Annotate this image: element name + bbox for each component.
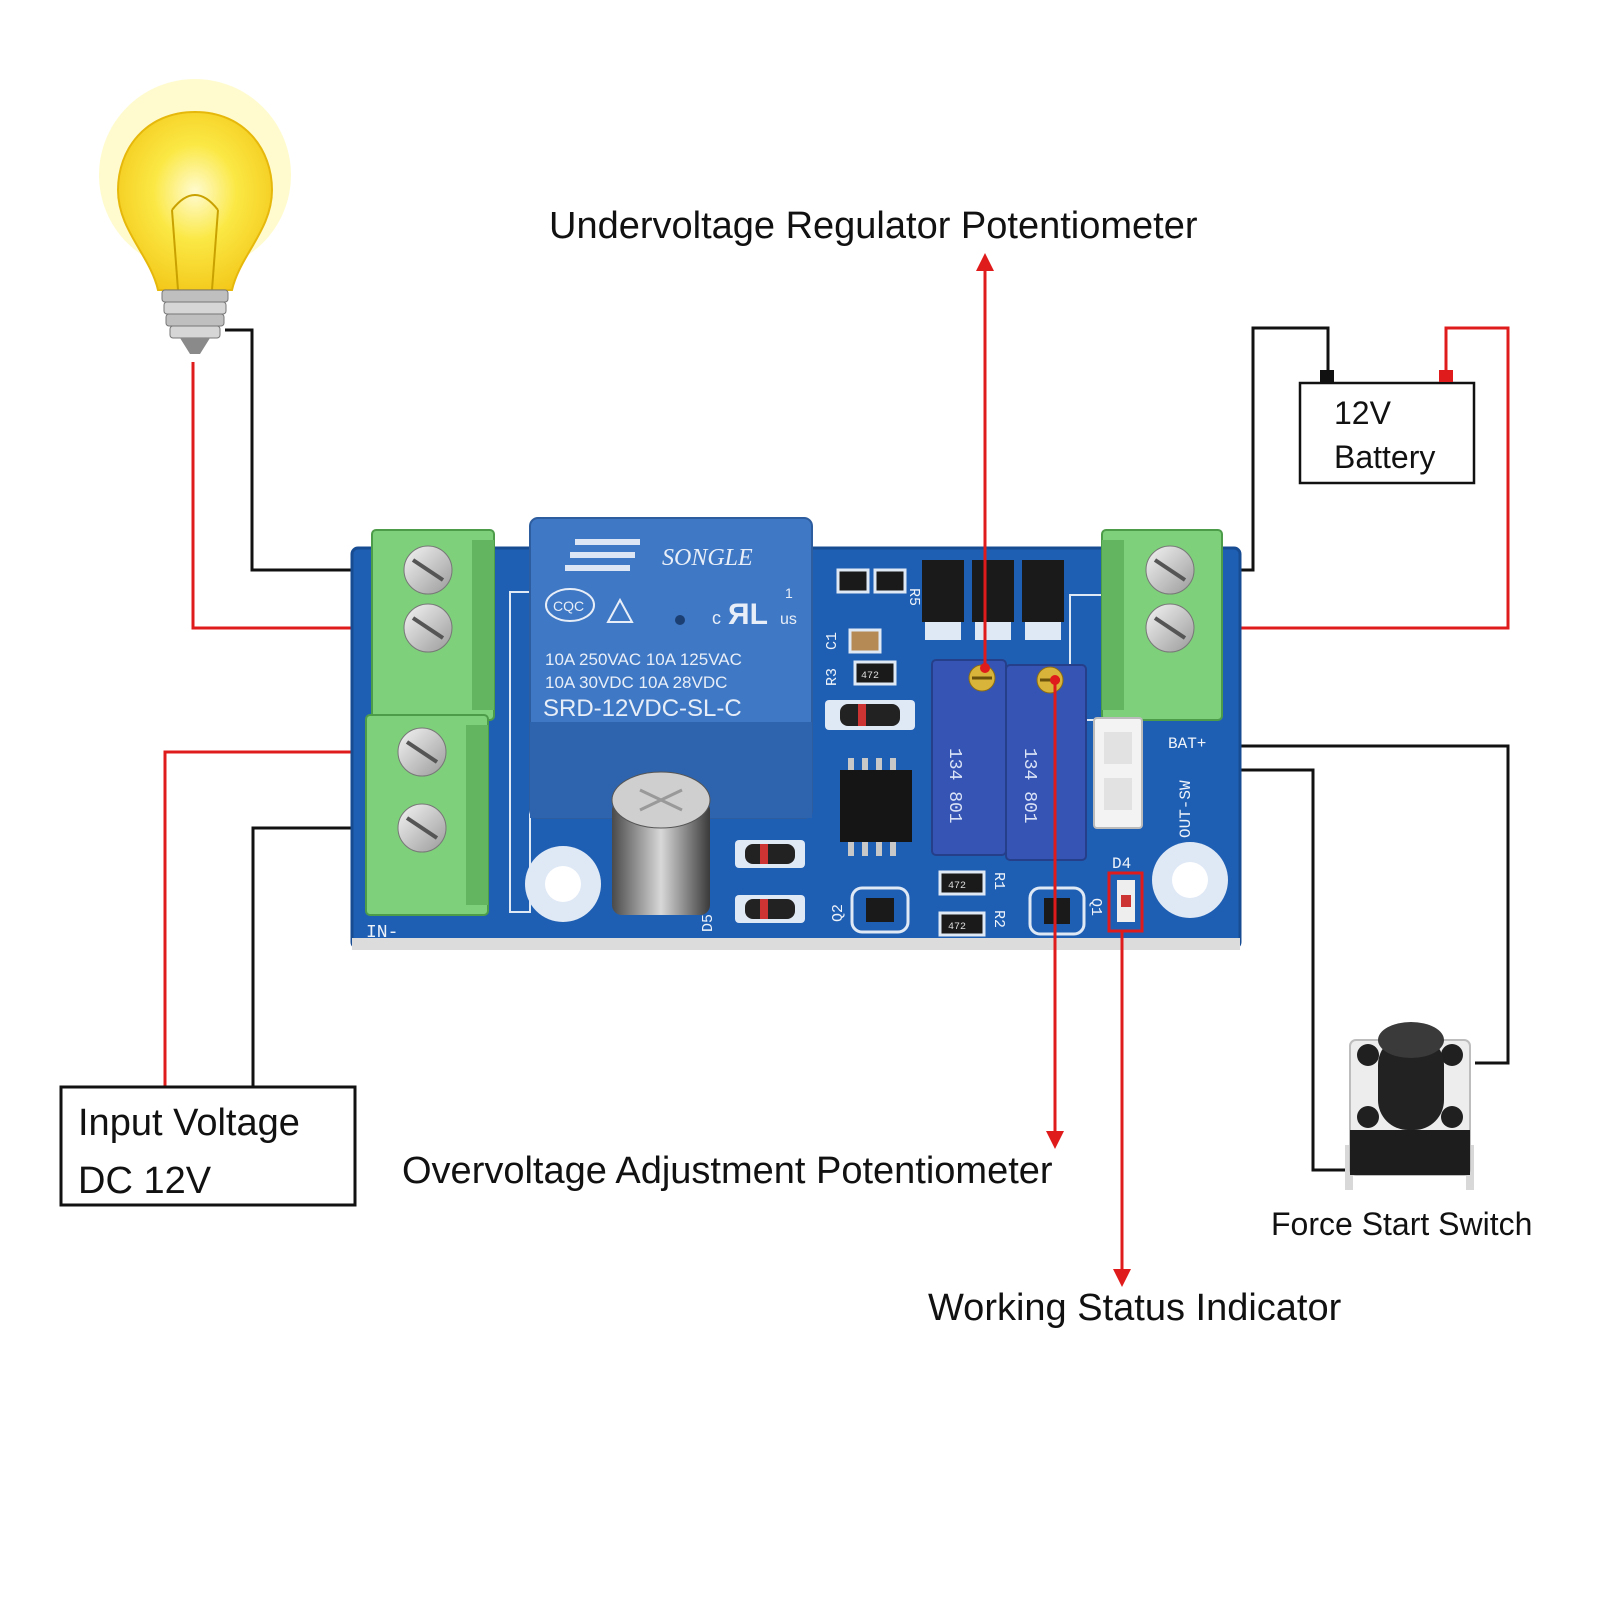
songle-logo-icon — [565, 539, 640, 571]
input-voltage-box: Input Voltage DC 12V — [59, 1085, 357, 1207]
label-r1: R1 — [990, 872, 1007, 890]
label-bat-plus: BAT+ — [1168, 735, 1206, 753]
status-led: D4 — [1107, 855, 1144, 933]
label-q1: Q1 — [1087, 898, 1104, 916]
relay-ul-us: us — [780, 611, 797, 628]
battery-line2: Battery — [1334, 439, 1435, 475]
relay: SONGLE 1 CQC c us ЯL 10A 250VAC 10A 125V… — [529, 517, 813, 819]
terminal-block-battery — [1101, 529, 1223, 721]
relay-rating-2: 10A 30VDC 10A 28VDC — [545, 673, 727, 692]
wire-battery-positive — [1180, 326, 1510, 630]
label-q2: Q2 — [830, 904, 847, 922]
ic-chip — [840, 758, 912, 856]
label-r5: R5 — [905, 588, 922, 606]
input-line1: Input Voltage — [78, 1102, 300, 1144]
ul-logo-icon: ЯL — [728, 598, 768, 631]
overvoltage-potentiometer[interactable]: 134 801 — [1005, 664, 1087, 861]
input-line2: DC 12V — [78, 1160, 212, 1202]
callout-working-status: Working Status Indicator — [928, 1287, 1342, 1329]
wire-bulb-negative — [225, 328, 420, 572]
battery-line1: 12V — [1334, 395, 1392, 431]
mounting-hole-left — [525, 846, 601, 922]
relay-cert: CQC — [553, 598, 584, 614]
mounting-hole-right — [1152, 842, 1228, 918]
battery-positive-terminal — [1439, 370, 1453, 382]
light-bulb-icon — [99, 79, 291, 354]
battery-negative-terminal — [1320, 370, 1334, 382]
battery-box: 12V Battery — [1298, 370, 1476, 485]
label-d4: D4 — [1112, 855, 1131, 873]
relay-model: SRD-12VDC-SL-C — [543, 695, 742, 722]
terminal-block-input — [365, 714, 489, 916]
callout-undervoltage: Undervoltage Regulator Potentiometer — [549, 205, 1198, 247]
wire-switch-a — [1118, 744, 1510, 1065]
warning-triangle-icon — [606, 597, 634, 623]
relay-brand: SONGLE — [662, 545, 753, 571]
callout-arrows — [976, 253, 1131, 1287]
pot-code-2: 134 801 — [1019, 748, 1039, 824]
label-out-sw: OUT-SW — [1177, 780, 1195, 838]
wire-bulb-positive — [191, 362, 420, 630]
wire-input-positive — [163, 750, 420, 1087]
relay-pin1: 1 — [785, 585, 793, 601]
relay-ul-c: c — [712, 608, 721, 628]
label-r2: R2 — [990, 910, 1007, 928]
callout-force-start: Force Start Switch — [1271, 1206, 1532, 1242]
label-c1: C1 — [824, 632, 841, 650]
undervoltage-potentiometer[interactable]: 134 801 — [931, 659, 1007, 856]
push-button-icon — [1345, 1022, 1474, 1190]
pot-code-1: 134 801 — [944, 748, 964, 824]
smd-code-r1: 472 — [948, 881, 966, 892]
terminal-block-output — [371, 529, 495, 721]
switch-connector — [1093, 717, 1143, 829]
callout-overvoltage: Overvoltage Adjustment Potentiometer — [402, 1150, 1053, 1192]
label-d5: D5 — [700, 914, 717, 932]
label-in-minus: IN- — [366, 923, 398, 943]
smd-code-r3: 472 — [861, 671, 879, 682]
smd-code-r2: 472 — [948, 922, 966, 933]
electrolytic-capacitor — [611, 771, 711, 915]
label-r3: R3 — [824, 668, 841, 686]
relay-rating-1: 10A 250VAC 10A 125VAC — [545, 650, 742, 669]
smd-components: D5 472 R3 C1 R5 472 472 R1 R2 Q2 Q1 — [700, 560, 1104, 937]
